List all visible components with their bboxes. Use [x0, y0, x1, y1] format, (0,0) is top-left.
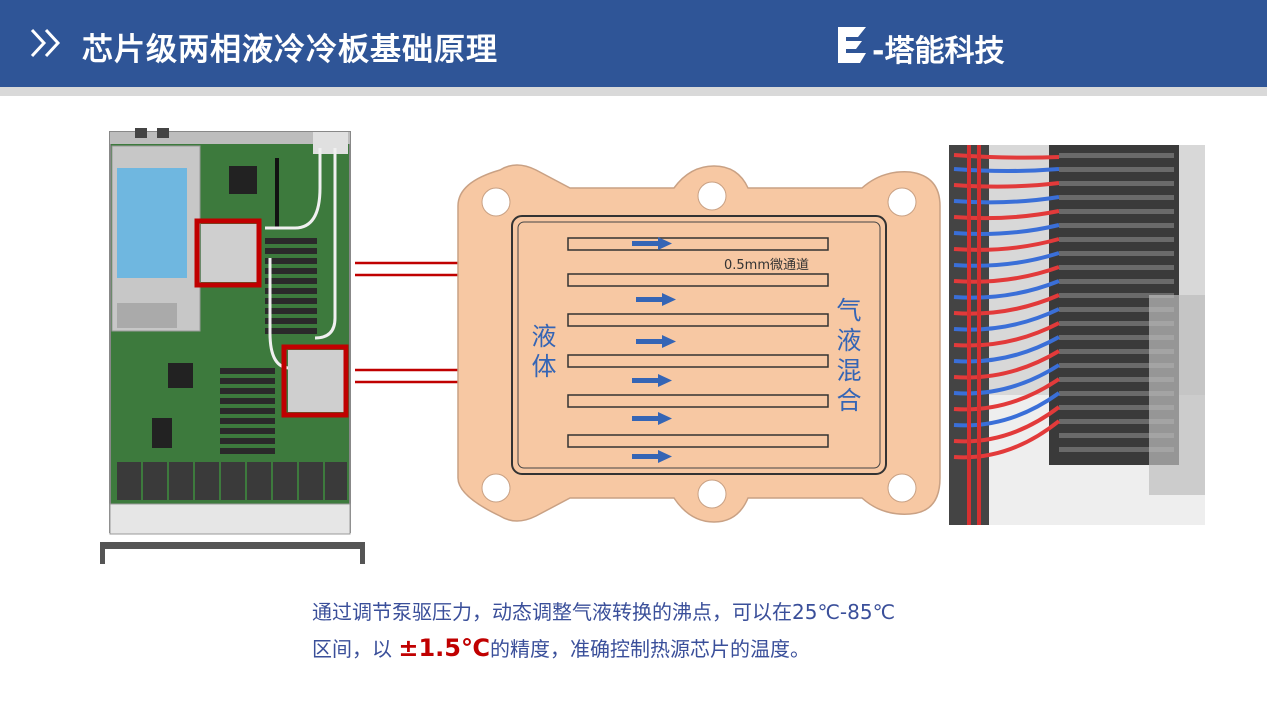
description-line-1: 通过调节泵驱压力，动态调整气液转换的沸点，可以在25℃-85℃	[312, 594, 895, 630]
company-name: -塔能科技	[872, 26, 1004, 70]
precision-highlight: ±1.5℃	[398, 634, 490, 662]
outlet-label: 气液混合	[834, 296, 864, 416]
cold-plate-diagram	[452, 160, 944, 532]
description-line-2-suffix: 的精度，准确控制热源芯片的温度。	[490, 637, 810, 661]
description-text: 通过调节泵驱压力，动态调整气液转换的沸点，可以在25℃-85℃ 区间，以 ±1.…	[312, 594, 895, 667]
page-title: 芯片级两相液冷冷板基础原理	[82, 24, 498, 69]
company-logo-icon	[832, 25, 870, 65]
channel-label: 0.5mm微通道	[724, 254, 809, 273]
inlet-label: 液体	[529, 322, 559, 382]
server-board-image	[95, 128, 370, 568]
header-divider	[0, 87, 1267, 96]
description-line-2-prefix: 区间，以	[312, 637, 392, 661]
double-chevron-icon	[28, 26, 68, 60]
description-line-2: 区间，以 ±1.5℃的精度，准确控制热源芯片的温度。	[312, 630, 895, 667]
server-rack-image	[949, 145, 1205, 525]
